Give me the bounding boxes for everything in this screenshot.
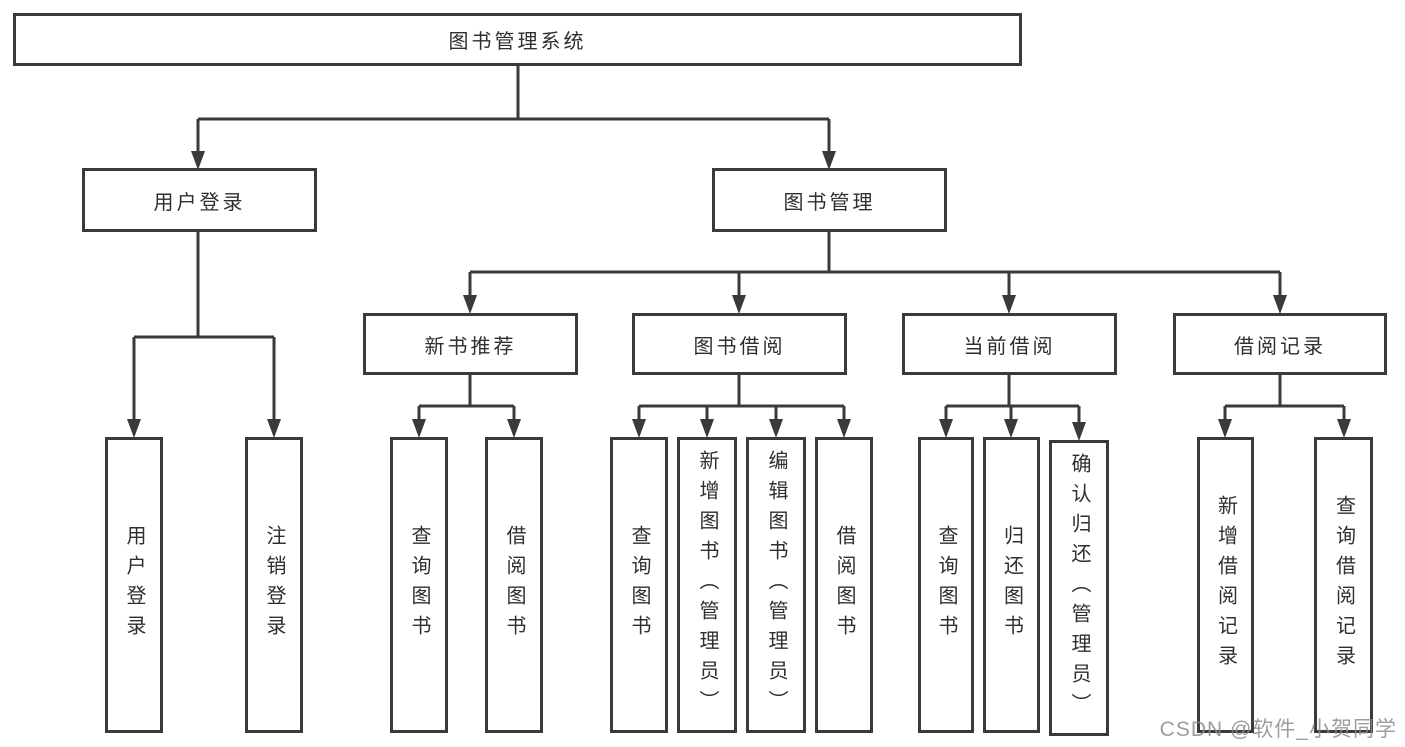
csdn-watermark: CSDN @软件_小贺同学 [1159, 718, 1397, 741]
leaf-records-query-record: 查询借阅记录 [1314, 437, 1373, 733]
leaf-current-query-books: 查询图书 [918, 437, 974, 733]
node-root: 图书管理系统 [13, 13, 1022, 66]
leaf-borrowing-borrow-books: 借阅图书 [815, 437, 873, 733]
leaf-borrowing-add-books-admin: 新增图书（管理员） [677, 437, 737, 733]
node-book-borrowing: 图书借阅 [632, 313, 847, 375]
leaf-newbooks-query-books: 查询图书 [390, 437, 448, 733]
leaf-borrowing-query-books: 查询图书 [610, 437, 668, 733]
node-new-book-recommend: 新书推荐 [363, 313, 578, 375]
node-current-borrowing: 当前借阅 [902, 313, 1117, 375]
leaf-newbooks-borrow-books: 借阅图书 [485, 437, 543, 733]
leaf-current-confirm-return-admin: 确认归还（管理员） [1049, 440, 1109, 736]
leaf-user-login: 用户登录 [105, 437, 163, 733]
node-book-management: 图书管理 [712, 168, 947, 232]
arrowheads [127, 151, 1351, 441]
node-user-login: 用户登录 [82, 168, 317, 232]
leaf-logout-login: 注销登录 [245, 437, 303, 733]
leaf-current-return-books: 归还图书 [983, 437, 1040, 733]
leaf-records-add-record: 新增借阅记录 [1197, 437, 1254, 733]
node-borrowing-records: 借阅记录 [1173, 313, 1387, 375]
leaf-borrowing-edit-books-admin: 编辑图书（管理员） [746, 437, 806, 733]
